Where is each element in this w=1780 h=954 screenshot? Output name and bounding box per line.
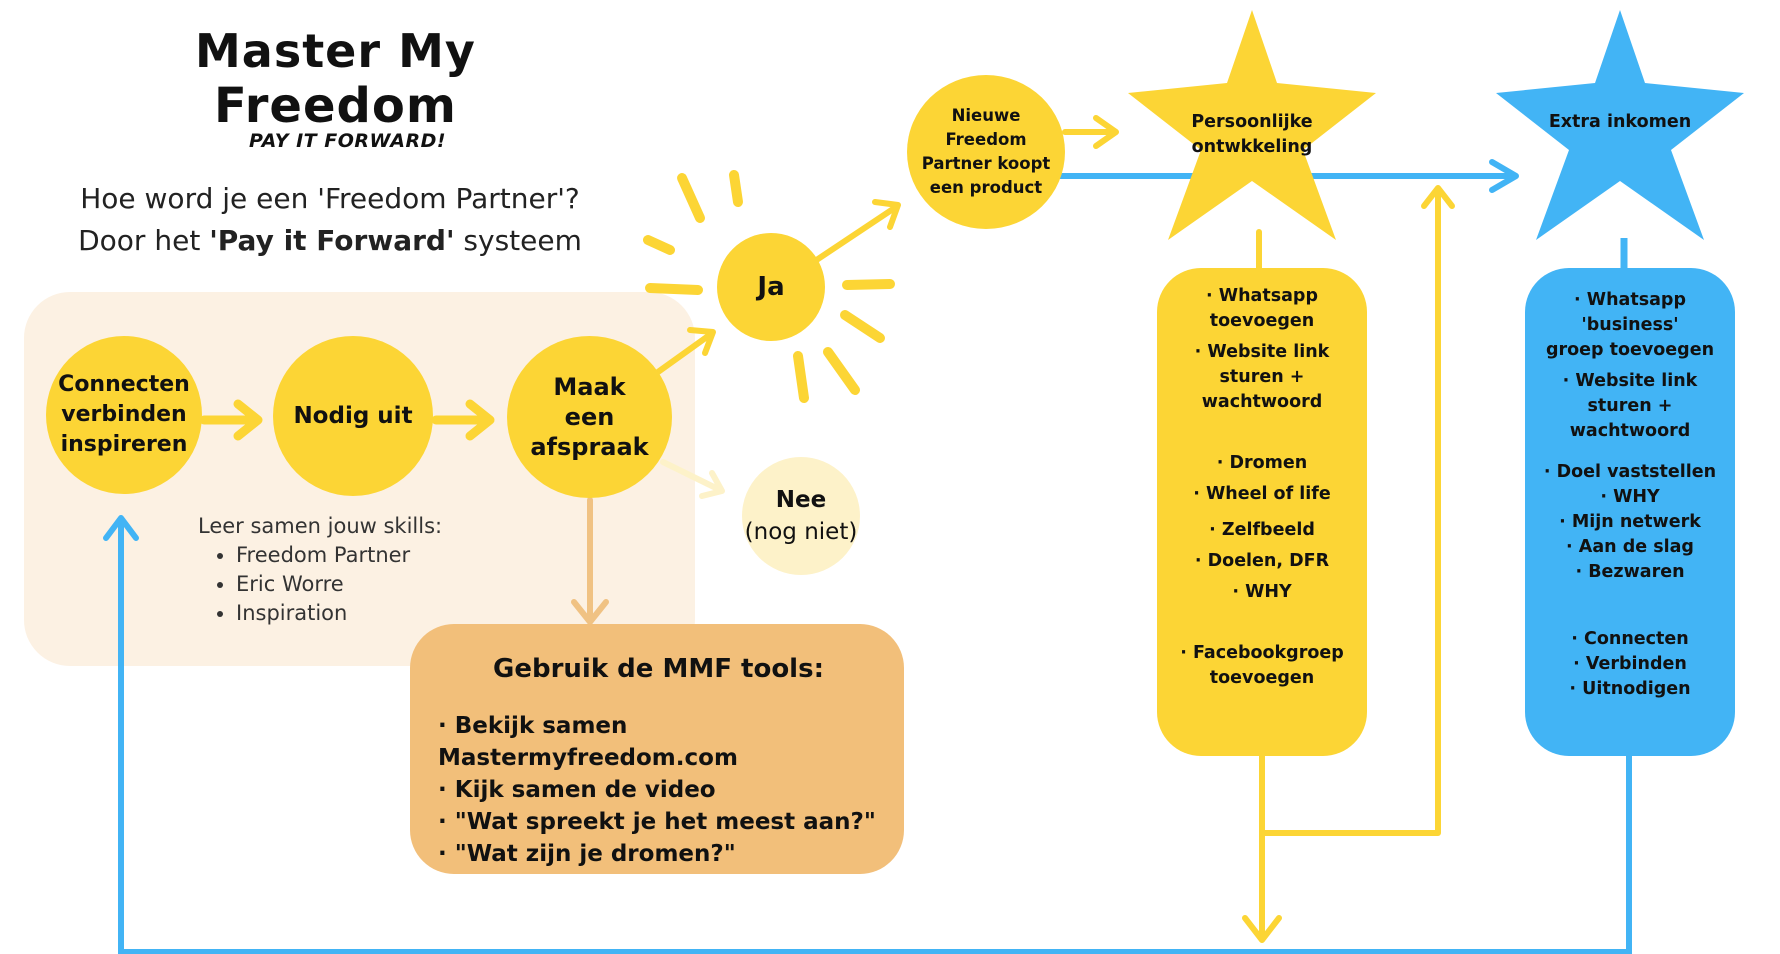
list-item: toevoegen: [1209, 311, 1315, 331]
list-item: · WHY: [1600, 487, 1660, 507]
blue-return-loop: [118, 520, 1632, 954]
logo-line-1: Master My: [195, 24, 476, 78]
list-item: Inspiration: [236, 599, 442, 628]
list-item: · Bekijk samen Mastermyfreedom.com: [438, 713, 738, 771]
headline-question: Hoe word je een 'Freedom Partner'?: [80, 182, 580, 215]
node-new-partner: Nieuwe Freedom Partner koopt een product: [907, 75, 1065, 229]
list-item: toevoegen: [1209, 668, 1315, 688]
personal-star-shape: [1128, 10, 1376, 240]
list-item: · Website link: [1562, 371, 1698, 391]
node-invite: Nodig uit: [273, 336, 433, 496]
sun-rays: [643, 170, 895, 403]
list-item: · "Wat zijn je dromen?": [438, 841, 736, 867]
list-item: · Whatsapp: [1206, 286, 1318, 306]
list-item: · Whatsapp: [1574, 290, 1686, 310]
node-no: Nee (nog niet): [742, 457, 860, 575]
logo-tagline: PAY IT FORWARD!: [249, 130, 447, 152]
list-item: 'business': [1581, 315, 1679, 335]
extra-star-shape: [1496, 10, 1744, 240]
list-item: · Connecten: [1571, 629, 1689, 649]
logo-line-2: Freedom: [214, 78, 457, 134]
list-item: Freedom Partner: [236, 541, 442, 570]
list-item: · Verbinden: [1573, 654, 1687, 674]
list-item: · Bezwaren: [1575, 562, 1685, 582]
list-item: · Wheel of life: [1193, 484, 1331, 504]
tools-box: Gebruik de MMF tools: · Bekijk samen Mas…: [410, 624, 904, 874]
node-extra-income: Extra inkomen: [1548, 112, 1692, 132]
list-item: · Doelen, DFR: [1194, 551, 1330, 571]
list-item: · Zelfbeeld: [1209, 520, 1315, 540]
list-item: wachtwoord: [1201, 392, 1323, 412]
personal-development-list: · Whatsapp toevoegen · Website link stur…: [1157, 268, 1367, 756]
list-item: · Facebookgroep: [1180, 643, 1344, 663]
list-item: · Doel vaststellen: [1543, 462, 1717, 482]
list-item: sturen +: [1587, 396, 1673, 416]
node-yes: Ja: [717, 233, 825, 341]
list-item: · "Wat spreekt je het meest aan?": [438, 809, 876, 835]
node-connect: Connecten verbinden inspireren: [46, 336, 202, 494]
list-item: · Website link: [1194, 342, 1330, 362]
list-item: wachtwoord: [1569, 421, 1691, 441]
list-item: · Dromen: [1216, 453, 1308, 473]
skills-list: Leer samen jouw skills: Freedom Partner …: [198, 512, 442, 628]
node-appointment: Maak een afspraak: [507, 336, 672, 498]
list-item: · Mijn netwerk: [1559, 512, 1701, 532]
list-item: Eric Worre: [236, 570, 442, 599]
headline-subtitle: Door het 'Pay it Forward' systeem: [78, 224, 582, 257]
list-item: groep toevoegen: [1545, 340, 1715, 360]
list-item: · Aan de slag: [1566, 537, 1694, 557]
list-item: sturen +: [1219, 367, 1305, 387]
extra-income-list: · Whatsapp 'business' groep toevoegen · …: [1525, 268, 1735, 756]
list-item: · Uitnodigen: [1569, 679, 1691, 699]
node-personal-development: Persoonlijke ontwkkeling: [1191, 112, 1313, 157]
list-item: · WHY: [1232, 582, 1292, 602]
tools-title: Gebruik de MMF tools:: [493, 654, 824, 684]
list-item: · Kijk samen de video: [438, 777, 716, 803]
